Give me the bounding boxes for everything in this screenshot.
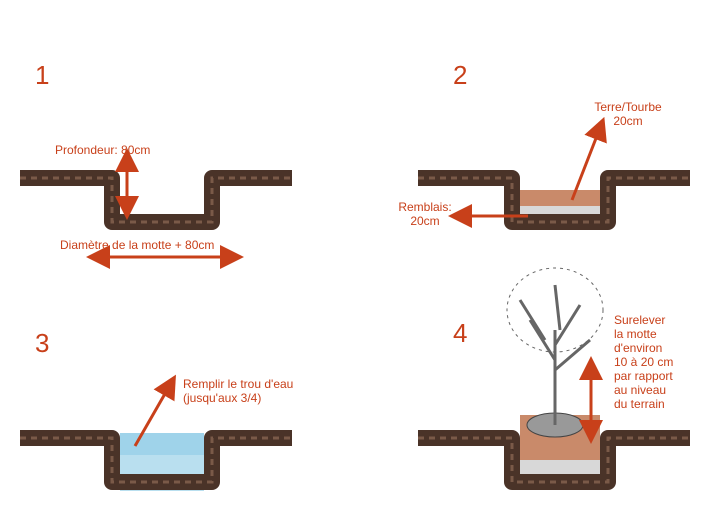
pit-step-2 <box>418 170 690 230</box>
fill-label: Remblais:20cm <box>390 200 460 228</box>
raise-label-line: au niveau <box>614 383 667 397</box>
water-label-line: (jusqu'aux 3/4) <box>183 391 262 405</box>
water-label-line: Remplir le trou d'eau <box>183 377 294 391</box>
soil-label-line: Terre/Tourbe <box>594 100 662 114</box>
fill-label-line: 20cm <box>410 214 440 228</box>
step-number-1: 1 <box>35 60 50 90</box>
soil-label-line: 20cm <box>613 114 643 128</box>
water-label: Remplir le trou d'eau(jusqu'aux 3/4) <box>183 377 293 405</box>
step-number-2: 2 <box>453 60 468 90</box>
step-number-3: 3 <box>35 328 50 358</box>
pit-step-1 <box>20 170 292 230</box>
raise-label-line: d'environ <box>614 341 663 355</box>
depth-label: Profondeur: 80cm <box>55 143 151 157</box>
soil-arrow <box>570 116 607 201</box>
pit-step-3 <box>20 430 292 491</box>
water-arrow <box>133 374 176 447</box>
raise-label-line: Surelever <box>614 313 666 327</box>
raise-label-line: 10 à 20 cm <box>614 355 674 369</box>
raise-label-line: par rapport <box>614 369 673 383</box>
raise-label: Surelever la motte d'environ 10 à 20 cm … <box>614 313 673 411</box>
step-number-4: 4 <box>453 318 468 348</box>
tree-icon <box>506 267 604 438</box>
raise-label-line: la motte <box>614 327 657 341</box>
fill-label-line: Remblais: <box>398 200 452 214</box>
width-label: Diamètre de la motte + 80cm <box>60 238 215 252</box>
raise-label-line: du terrain <box>614 397 665 411</box>
